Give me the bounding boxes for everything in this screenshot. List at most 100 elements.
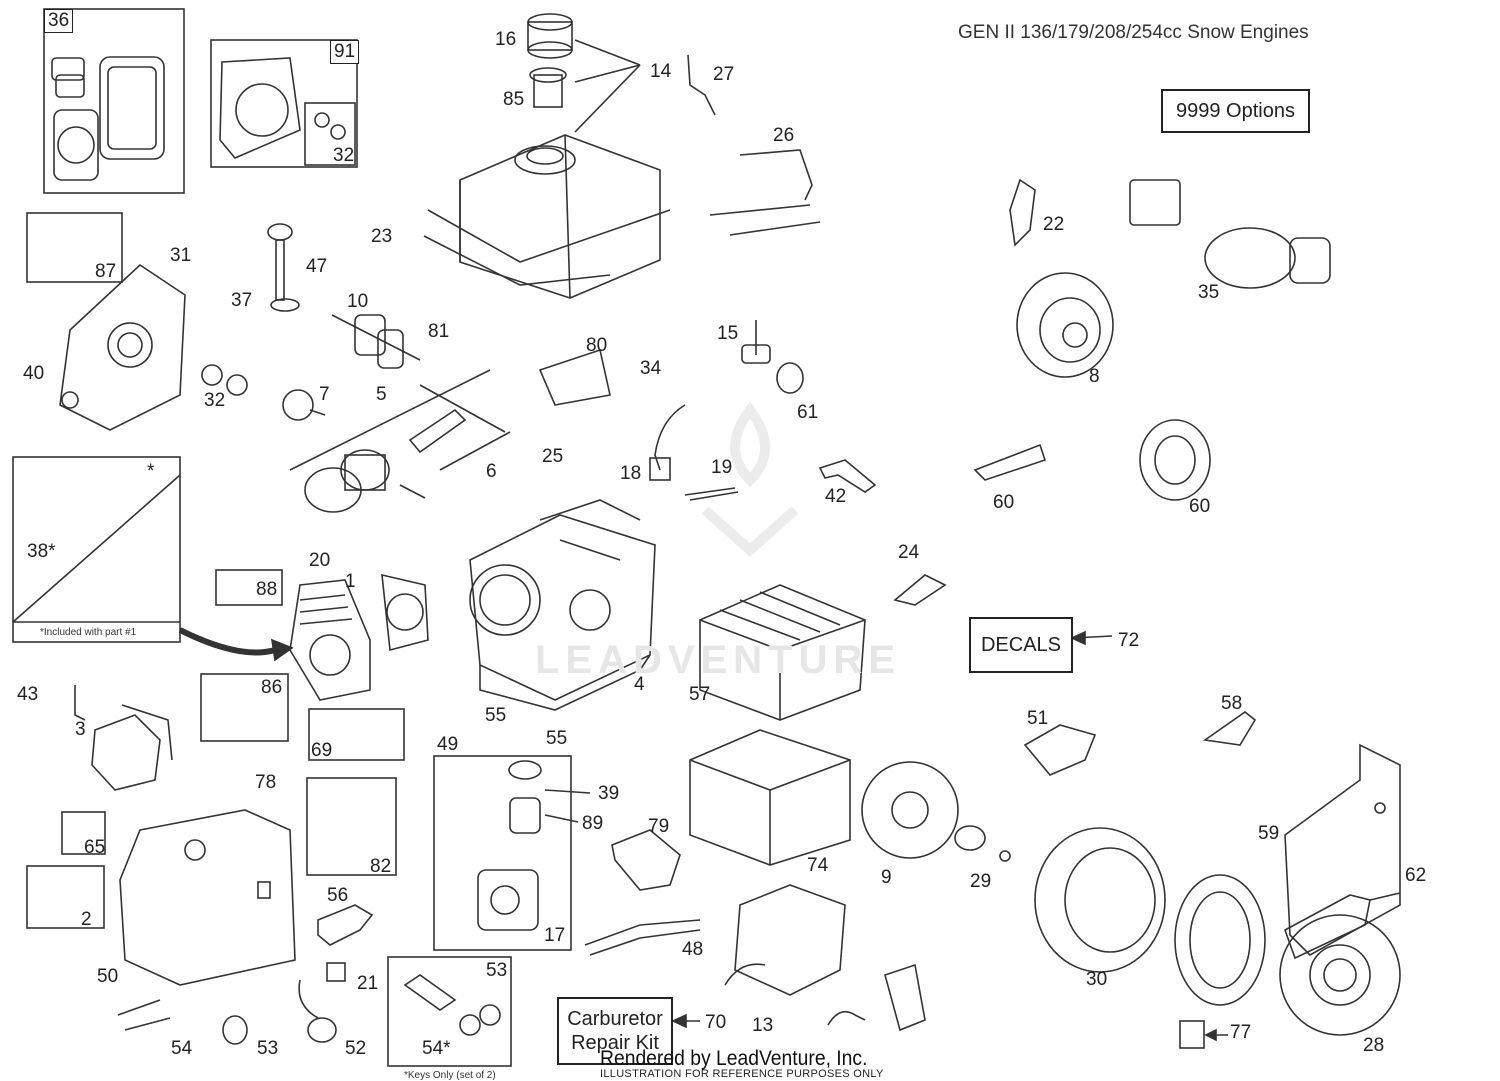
part-label-9[interactable]: 9	[881, 867, 892, 888]
part-label-32[interactable]: 32	[204, 390, 226, 411]
kit-box-88[interactable]	[215, 569, 283, 606]
kit-box-86[interactable]	[200, 673, 289, 742]
carburetor-repair-kit-box[interactable]: Carburetor Repair Kit	[557, 997, 673, 1065]
part-label-80[interactable]: 80	[586, 335, 608, 356]
part-label-54[interactable]: 54	[171, 1038, 193, 1059]
part-label-22[interactable]: 22	[1043, 214, 1065, 235]
part-label-58[interactable]: 58	[1221, 693, 1243, 714]
part-label-7[interactable]: 7	[319, 384, 330, 405]
part-label-53[interactable]: 53	[257, 1038, 279, 1059]
part-label-34[interactable]: 34	[640, 358, 662, 379]
starter-cup-icon	[954, 825, 986, 851]
part-label-36[interactable]: 36	[44, 9, 74, 33]
part-label-18[interactable]: 18	[620, 463, 642, 484]
part-label-16[interactable]: 16	[495, 29, 517, 50]
part-label-43[interactable]: 43	[17, 684, 39, 705]
part-label-47[interactable]: 47	[306, 256, 328, 277]
part-label-70[interactable]: 70	[705, 1012, 727, 1033]
part-label-37[interactable]: 37	[231, 290, 253, 311]
part-label-52[interactable]: 52	[345, 1038, 367, 1059]
kit-box-65[interactable]	[61, 811, 106, 855]
kit-box-82[interactable]	[306, 777, 397, 876]
part-label-10[interactable]: 10	[347, 291, 369, 312]
part-label-6[interactable]: 6	[486, 461, 497, 482]
options-box[interactable]: 9999 Options	[1161, 89, 1310, 133]
part-label-42[interactable]: 42	[825, 486, 847, 507]
part-label-40[interactable]: 40	[23, 363, 45, 384]
air-filter-icon	[724, 884, 846, 996]
part-label-88[interactable]: 88	[256, 579, 278, 600]
crankcase-gasket-icon	[219, 57, 346, 159]
part-label-53-kit[interactable]: 53	[486, 960, 508, 981]
part-label-54-keys[interactable]: 54*	[422, 1038, 451, 1059]
part-label-21[interactable]: 21	[357, 973, 379, 994]
part-label-69[interactable]: 69	[311, 740, 333, 761]
kit-box-2[interactable]	[26, 865, 105, 929]
part-label-1[interactable]: 1	[345, 571, 356, 592]
part-label-25[interactable]: 25	[542, 446, 564, 467]
kit-box-carburetor[interactable]	[433, 755, 572, 951]
part-label-26[interactable]: 26	[773, 125, 795, 146]
part-label-57[interactable]: 57	[689, 684, 711, 705]
bearing-icon	[201, 364, 223, 386]
kit-box-91[interactable]	[210, 39, 358, 168]
part-label-65[interactable]: 65	[84, 837, 106, 858]
part-label-17[interactable]: 17	[544, 925, 566, 946]
part-label-79[interactable]: 79	[648, 816, 670, 837]
part-label-20[interactable]: 20	[309, 550, 331, 571]
fuel-tank-icon	[423, 134, 671, 299]
kit-box-77[interactable]	[1179, 1020, 1205, 1049]
part-label-78[interactable]: 78	[255, 772, 277, 793]
part-label-29[interactable]: 29	[970, 871, 992, 892]
part-label-30[interactable]: 30	[1086, 969, 1108, 990]
part-label-50[interactable]: 50	[97, 966, 119, 987]
part-label-32-kit[interactable]: 32	[333, 145, 355, 166]
part-label-82[interactable]: 82	[370, 856, 392, 877]
part-label-85[interactable]: 85	[503, 89, 525, 110]
part-label-72[interactable]: 72	[1118, 630, 1140, 651]
part-label-15[interactable]: 15	[717, 323, 739, 344]
part-label-14[interactable]: 14	[650, 61, 672, 82]
part-label-60b[interactable]: 60	[1189, 496, 1211, 517]
part-label-23[interactable]: 23	[371, 226, 393, 247]
part-label-35[interactable]: 35	[1198, 282, 1220, 303]
part-label-19[interactable]: 19	[711, 457, 733, 478]
valve-cover-icon	[91, 704, 173, 791]
part-label-62[interactable]: 62	[1405, 865, 1427, 886]
part-label-4[interactable]: 4	[634, 674, 645, 695]
part-label-55b[interactable]: 55	[546, 728, 568, 749]
part-label-60a[interactable]: 60	[993, 492, 1015, 513]
kit-box-87[interactable]	[26, 212, 123, 283]
part-label-5[interactable]: 5	[376, 384, 387, 405]
part-label-49[interactable]: 49	[437, 734, 459, 755]
part-label-91[interactable]: 91	[330, 40, 360, 64]
part-label-89[interactable]: 89	[582, 813, 604, 834]
kit-box-69[interactable]	[308, 708, 405, 761]
part-label-31[interactable]: 31	[170, 245, 192, 266]
part-label-61[interactable]: 61	[797, 402, 819, 423]
part-label-39[interactable]: 39	[598, 783, 620, 804]
part-label-48[interactable]: 48	[682, 939, 704, 960]
part-label-8[interactable]: 8	[1089, 366, 1100, 387]
decals-box[interactable]: DECALS	[969, 617, 1073, 673]
part-label-13[interactable]: 13	[752, 1015, 774, 1036]
part-label-77[interactable]: 77	[1230, 1022, 1252, 1043]
part-label-81[interactable]: 81	[428, 321, 450, 342]
part-label-86[interactable]: 86	[261, 677, 283, 698]
part-label-38[interactable]: 38*	[27, 541, 56, 562]
part-label-59[interactable]: 59	[1258, 823, 1280, 844]
part-label-2[interactable]: 2	[81, 909, 92, 930]
part-label-24[interactable]: 24	[898, 542, 920, 563]
part-label-27[interactable]: 27	[713, 64, 735, 85]
kit-box-53[interactable]	[387, 956, 512, 1067]
part-label-56[interactable]: 56	[327, 885, 349, 906]
part-label-51[interactable]: 51	[1027, 708, 1049, 729]
kit-box-36[interactable]	[43, 8, 185, 194]
part-label-3[interactable]: 3	[75, 719, 86, 740]
part-label-55a[interactable]: 55	[485, 705, 507, 726]
part-label-28[interactable]: 28	[1363, 1035, 1385, 1056]
knob-icon	[776, 362, 804, 394]
part-label-74[interactable]: 74	[807, 855, 829, 876]
part-label-87[interactable]: 87	[95, 261, 117, 282]
kit-box-38[interactable]	[12, 456, 181, 643]
